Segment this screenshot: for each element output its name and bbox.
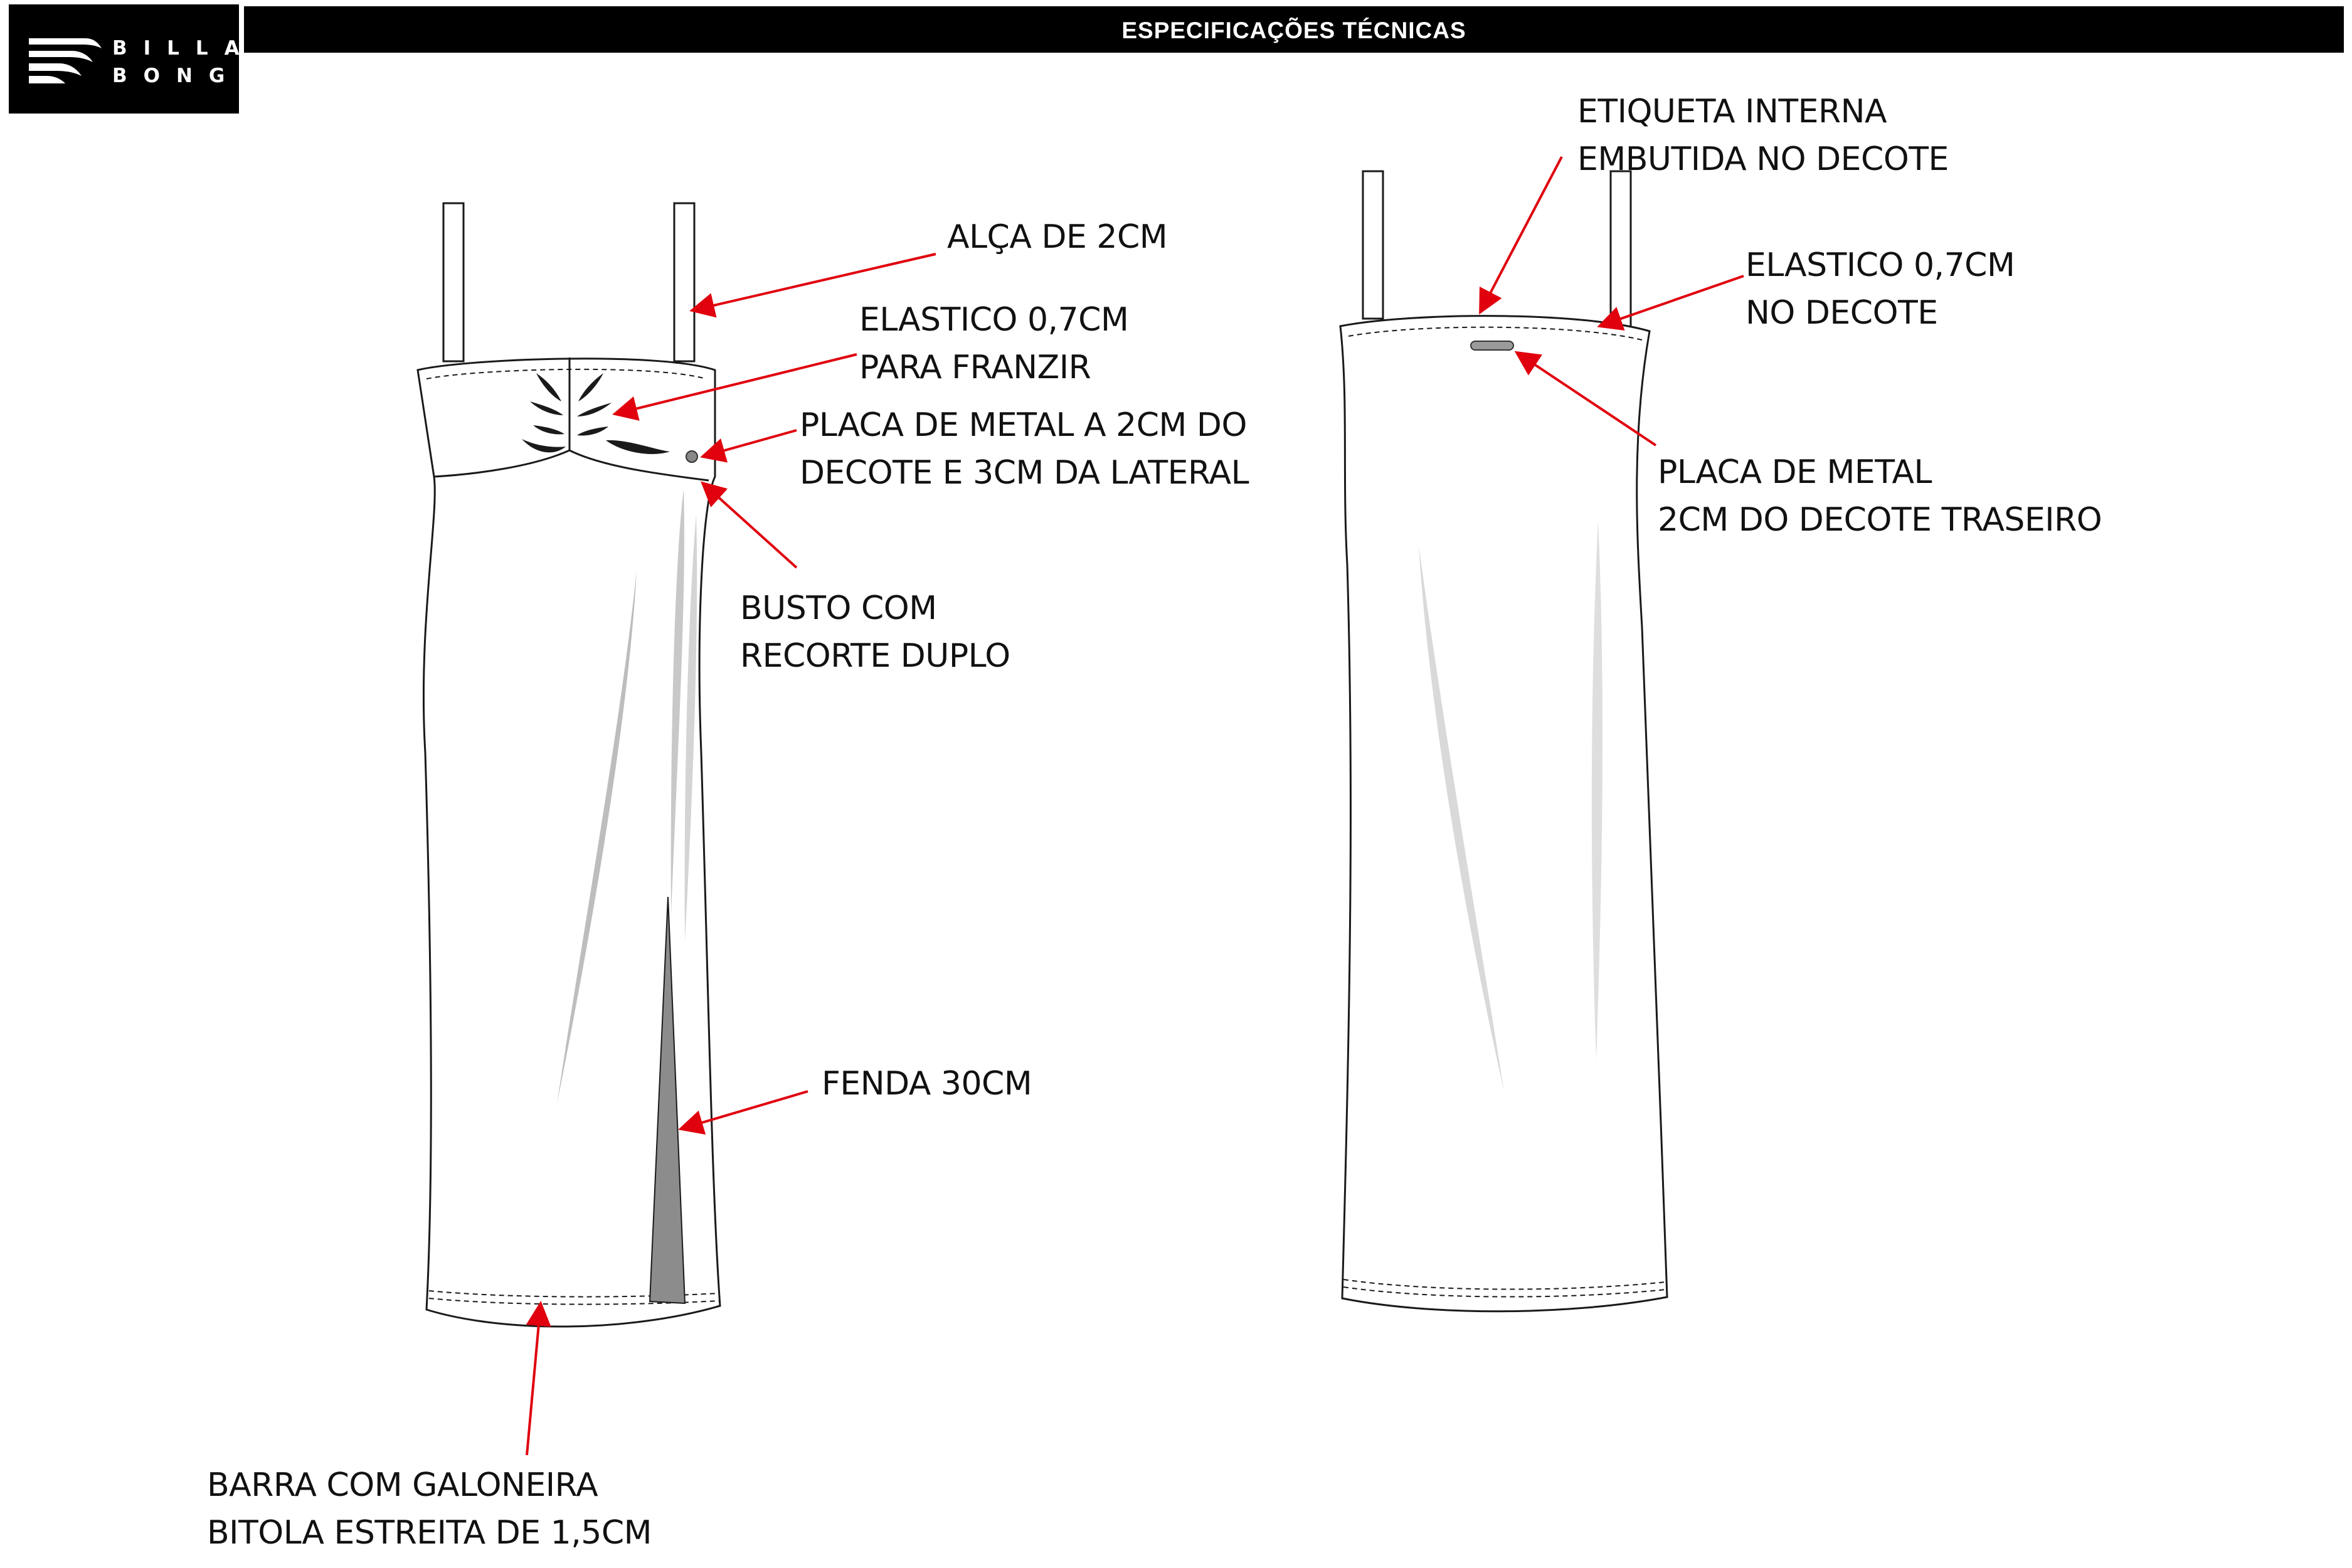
arrow-bust (701, 481, 798, 569)
callout-back-plate: PLACA DE METAL 2CM DO DECOTE TRASEIRO (1658, 448, 2102, 544)
callout-strap: ALÇA DE 2CM (947, 213, 1168, 261)
callout-back-elastic-line1: ELASTICO 0,7CM (1745, 246, 2015, 284)
callout-slit: FENDA 30CM (822, 1060, 1032, 1108)
callout-front-elastic-line1: ELASTICO 0,7CM (859, 301, 1129, 339)
arrow-front-plate (700, 429, 797, 463)
callout-hem-line2: BITOLA ESTREITA DE 1,5CM (207, 1514, 652, 1552)
callout-back-label-line1: ETIQUETA INTERNA (1577, 93, 1887, 130)
front-neck-stitch (426, 368, 707, 379)
callout-back-elastic: ELASTICO 0,7CM NO DECOTE (1745, 241, 2015, 337)
arrow-strap (689, 253, 936, 318)
callout-back-plate-line1: PLACA DE METAL (1658, 453, 1932, 491)
back-left-strap (1362, 170, 1384, 320)
callout-front-elastic-line2: PARA FRANZIR (859, 349, 1091, 386)
callout-bust-line1: BUSTO COM (740, 590, 937, 627)
back-metal-plate (1470, 341, 1514, 351)
back-drape-shadow-right (1591, 521, 1603, 1060)
callout-front-elastic: ELASTICO 0,7CM PARA FRANZIR (859, 296, 1129, 391)
header-bar: ESPECIFICAÇÕES TÉCNICAS (244, 6, 2344, 53)
front-metal-plate (686, 450, 698, 463)
back-hem-stitch-2 (1343, 1286, 1666, 1298)
callout-bust: BUSTO COM RECORTE DUPLO (740, 585, 1010, 680)
arrow-back-elastic (1597, 275, 1744, 331)
page-title: ESPECIFICAÇÕES TÉCNICAS (1121, 18, 1466, 43)
callout-arrows (526, 156, 1744, 1456)
front-gather-marks (522, 373, 670, 454)
callout-front-plate: PLACA DE METAL A 2CM DO DECOTE E 3CM DA … (800, 401, 1249, 497)
front-left-strap (442, 202, 465, 363)
callout-strap-text: ALÇA DE 2CM (947, 218, 1168, 256)
arrow-front-elastic (612, 353, 857, 421)
callout-back-elastic-line2: NO DECOTE (1745, 294, 1938, 332)
callout-bust-line2: RECORTE DUPLO (740, 637, 1010, 675)
callout-slit-text: FENDA 30CM (822, 1065, 1032, 1103)
front-bust-seam (433, 449, 709, 482)
callout-back-label: ETIQUETA INTERNA EMBUTIDA NO DECOTE (1577, 88, 1949, 183)
callout-back-plate-line2: 2CM DO DECOTE TRASEIRO (1658, 501, 2102, 539)
brand-name-line1: BILLA (112, 37, 256, 60)
front-drape-shadow-right2 (684, 514, 697, 941)
front-dress-body (416, 358, 721, 1328)
callout-hem-line1: BARRA COM GALONEIRA (207, 1466, 598, 1504)
callout-back-label-line2: EMBUTIDA NO DECOTE (1577, 140, 1949, 178)
front-right-strap (673, 202, 696, 363)
back-right-strap (1609, 170, 1632, 332)
brand-wave-icon (29, 38, 102, 83)
arrow-back-label (1479, 156, 1563, 315)
callout-front-plate-line2: DECOTE E 3CM DA LATERAL (800, 454, 1249, 492)
back-hem-stitch (1343, 1279, 1666, 1290)
front-dress (416, 202, 721, 1328)
callout-hem: BARRA COM GALONEIRA BITOLA ESTREITA DE 1… (207, 1461, 652, 1557)
arrow-back-plate (1514, 351, 1657, 447)
front-slit (649, 896, 686, 1305)
back-dress (1339, 170, 1668, 1313)
arrow-hem (526, 1301, 551, 1456)
front-drape-shadow-right (670, 489, 684, 916)
back-dress-body (1339, 315, 1668, 1313)
brand-logo: BILLA BONG (9, 4, 241, 114)
arrow-slit (678, 1090, 808, 1135)
callout-front-plate-line1: PLACA DE METAL A 2CM DO (800, 406, 1247, 444)
brand-name-line2: BONG (112, 65, 241, 87)
